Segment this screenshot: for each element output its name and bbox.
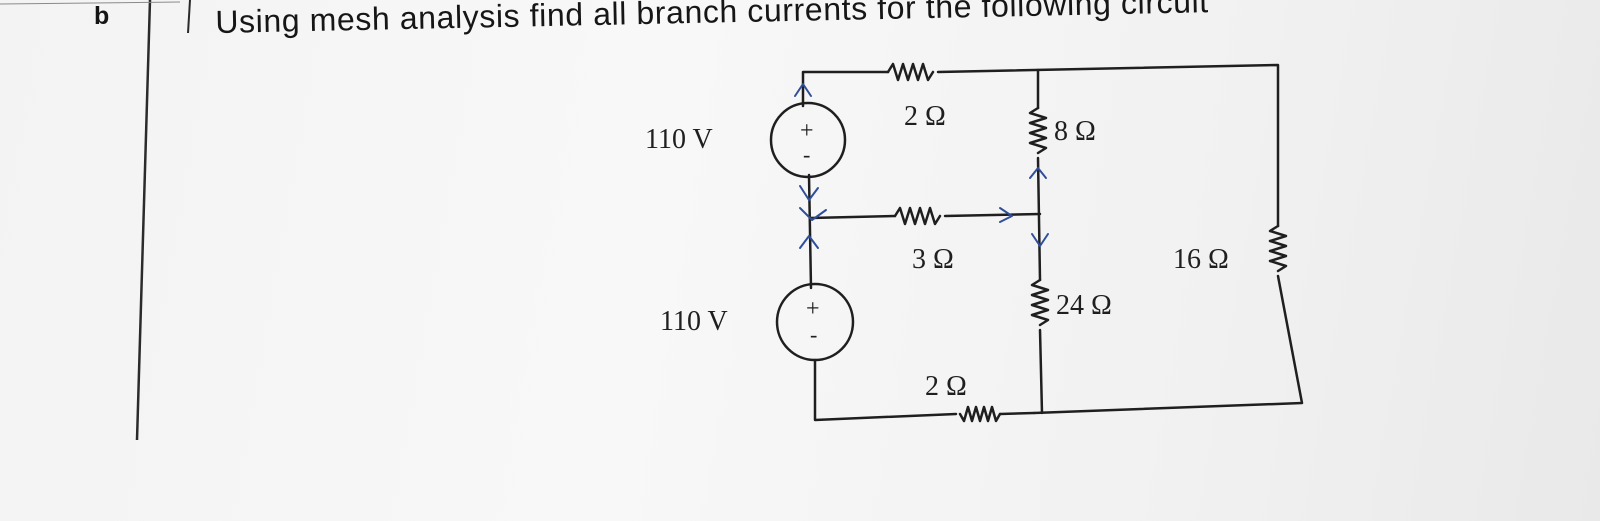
arrow-down-annotation-icon — [799, 185, 819, 201]
resistor-2-ohm-top — [886, 62, 935, 82]
arrow-junction-annotation-icon — [799, 207, 827, 221]
resistor-2-ohm-bottom — [958, 405, 1002, 423]
resistor-2-ohm-top-label: 2 Ω — [904, 101, 946, 132]
wire-bottom-right-segment — [998, 411, 1036, 416]
resistor-8-ohm-label: 8 Ω — [1054, 116, 1096, 147]
wire-center-bottom — [1038, 328, 1044, 415]
arrow-up-center-annotation-icon — [1029, 167, 1047, 179]
wire-bottom-left — [813, 358, 958, 422]
wire-right-bottom — [1032, 274, 1304, 415]
pen-annotations — [794, 83, 1049, 249]
source-bottom-voltage-label: 110 V — [660, 306, 728, 337]
arrow-up-annotation-icon — [794, 83, 812, 97]
voltage-source-bottom — [775, 282, 855, 362]
resistor-24-ohm — [1030, 278, 1050, 327]
resistor-3-ohm — [893, 206, 942, 226]
wire-top-left — [801, 70, 890, 108]
wire-middle-left — [808, 214, 897, 220]
question-number: b — [94, 2, 110, 30]
source-bottom-minus-sign: - — [810, 322, 817, 347]
arrow-down-center-annotation-icon — [1031, 233, 1049, 247]
resistor-3-ohm-label: 3 Ω — [912, 244, 954, 275]
voltage-source-top — [769, 101, 847, 179]
resistor-16-ohm — [1268, 224, 1288, 273]
row-divider-line — [0, 1, 181, 5]
left-margin-line — [135, 0, 152, 441]
circuit-wires — [801, 62, 1304, 423]
resistor-2-ohm-bottom-label: 2 Ω — [925, 371, 967, 402]
wire-center-mid — [1036, 156, 1042, 282]
source-top-voltage-label: 110 V — [645, 124, 713, 155]
resistor-8-ohm — [1028, 106, 1048, 155]
source-top-minus-sign: - — [803, 142, 810, 167]
arrow-right-annotation-icon — [999, 207, 1013, 223]
source-top-plus-sign: + — [800, 118, 814, 144]
label-divider-line — [187, 0, 191, 34]
arrow-up-lower-annotation-icon — [799, 235, 819, 249]
wire-top-right — [936, 63, 1280, 228]
resistor-24-ohm-label: 24 Ω — [1056, 290, 1112, 321]
wire-middle-right — [943, 212, 1042, 218]
source-bottom-plus-sign: + — [806, 296, 820, 322]
resistor-16-ohm-label: 16 Ω — [1173, 244, 1229, 275]
wire-left-middle — [807, 173, 813, 290]
